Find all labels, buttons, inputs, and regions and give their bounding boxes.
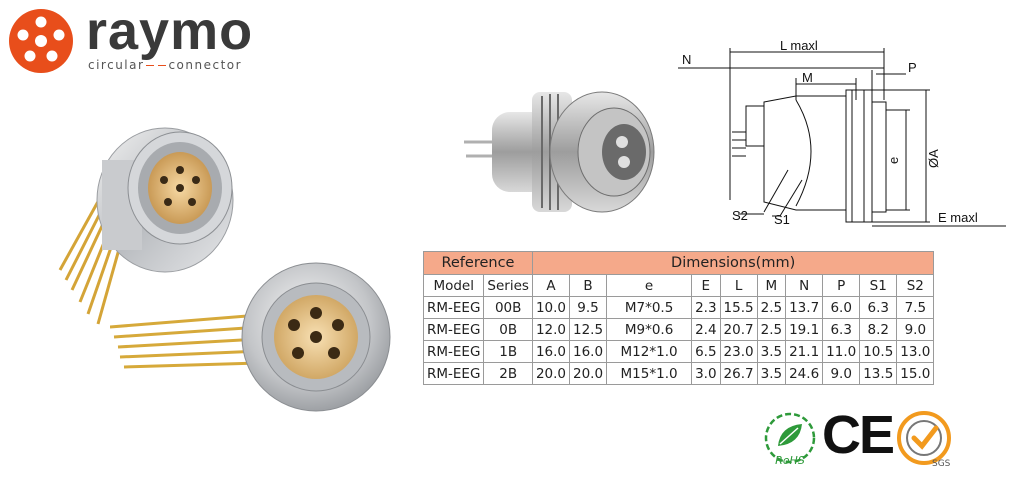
table-cell: 8.2 bbox=[859, 318, 898, 341]
table-cell: 9.5 bbox=[568, 296, 608, 319]
table-cell: M9*0.6 bbox=[606, 318, 693, 341]
table-cell: 13.0 bbox=[896, 340, 935, 363]
table-cell: 13.7 bbox=[785, 296, 824, 319]
sgs-label: SGS bbox=[932, 459, 951, 468]
table-cell: 19.1 bbox=[785, 318, 824, 341]
brand-tagline: circular connector bbox=[88, 58, 242, 72]
table-group-header-row: Reference Dimensions(mm) bbox=[423, 251, 935, 275]
table-cell: M12*1.0 bbox=[606, 340, 693, 363]
table-cell: 3.5 bbox=[756, 340, 787, 363]
dim-label-s1: S1 bbox=[774, 212, 790, 227]
column-header: S2 bbox=[896, 274, 935, 297]
table-cell: 2.4 bbox=[691, 318, 721, 341]
table-cell: M7*0.5 bbox=[606, 296, 693, 319]
connector-photo-angled bbox=[58, 127, 234, 325]
tagline-right: connector bbox=[168, 58, 243, 72]
table-cell: 15.0 bbox=[896, 362, 935, 385]
connector-photo-front bbox=[110, 262, 391, 412]
column-header: M bbox=[756, 274, 787, 297]
table-cell: 1B bbox=[483, 340, 533, 363]
connector-logo-icon bbox=[9, 9, 73, 73]
dim-label-n: N bbox=[682, 52, 691, 67]
table-cell: 00B bbox=[483, 296, 533, 319]
rohs-badge: RoHS bbox=[764, 412, 816, 467]
table-cell: 7.5 bbox=[896, 296, 935, 319]
sgs-badge: SGS bbox=[897, 411, 951, 468]
table-cell: 12.5 bbox=[568, 318, 608, 341]
connector-photo-side bbox=[464, 91, 655, 213]
table-cell: 6.3 bbox=[822, 318, 861, 341]
dimensions-table: Reference Dimensions(mm) Model Series A … bbox=[422, 251, 935, 385]
table-cell: 23.0 bbox=[719, 340, 758, 363]
table-cell: 3.0 bbox=[691, 362, 721, 385]
table-cell: 16.0 bbox=[568, 340, 608, 363]
tagline-left: circular bbox=[88, 58, 145, 72]
dim-label-m: M bbox=[802, 70, 813, 85]
table-cell: RM-EEG bbox=[422, 362, 485, 385]
table-cell: 10.5 bbox=[859, 340, 898, 363]
column-header: S1 bbox=[859, 274, 898, 297]
table-cell: 20.7 bbox=[719, 318, 758, 341]
table-cell: 21.1 bbox=[785, 340, 824, 363]
ce-mark: CE bbox=[822, 405, 895, 465]
table-cell: 6.0 bbox=[822, 296, 861, 319]
table-cell: 26.7 bbox=[719, 362, 758, 385]
group-header-reference: Reference bbox=[423, 251, 533, 275]
column-header: Series bbox=[483, 274, 533, 297]
table-cell: 2.5 bbox=[756, 296, 787, 319]
table-cell: 9.0 bbox=[896, 318, 935, 341]
table-cell: 16.0 bbox=[531, 340, 571, 363]
table-cell: 20.0 bbox=[531, 362, 571, 385]
table-cell: 3.5 bbox=[756, 362, 787, 385]
column-header: Model bbox=[422, 274, 485, 297]
table-cell: 9.0 bbox=[822, 362, 861, 385]
table-cell: 0B bbox=[483, 318, 533, 341]
table-cell: 13.5 bbox=[859, 362, 898, 385]
table-cell: RM-EEG bbox=[422, 318, 485, 341]
brand-logo: raymo circular connector bbox=[8, 1, 298, 74]
table-cell: 12.0 bbox=[531, 318, 571, 341]
table-cell: 6.3 bbox=[859, 296, 898, 319]
table-column-header-row: Model Series A B e E L M N P S1 S2 bbox=[422, 274, 935, 297]
column-header: P bbox=[822, 274, 861, 297]
table-cell: 2B bbox=[483, 362, 533, 385]
table-cell: 15.5 bbox=[719, 296, 758, 319]
dim-label-e-thread: e bbox=[886, 157, 901, 164]
dim-label-l: L maxl bbox=[780, 40, 818, 53]
table-cell: 11.0 bbox=[822, 340, 861, 363]
dim-label-p: P bbox=[908, 60, 917, 75]
column-header: B bbox=[568, 274, 608, 297]
dimension-drawing: N L maxl M P e ØA S2 S1 E maxl bbox=[678, 40, 1006, 227]
column-header: E bbox=[691, 274, 721, 297]
table-cell: 20.0 bbox=[568, 362, 608, 385]
table-cell: M15*1.0 bbox=[606, 362, 693, 385]
dim-label-s2: S2 bbox=[732, 208, 748, 223]
column-header: N bbox=[785, 274, 824, 297]
table-cell: 10.0 bbox=[531, 296, 571, 319]
rohs-label: RoHS bbox=[775, 454, 805, 467]
group-header-dimensions: Dimensions(mm) bbox=[531, 251, 935, 275]
table-cell: RM-EEG bbox=[422, 340, 485, 363]
table-cell: 2.3 bbox=[691, 296, 721, 319]
column-header: L bbox=[719, 274, 758, 297]
table-cell: 2.5 bbox=[756, 318, 787, 341]
brand-name: raymo bbox=[86, 1, 254, 61]
dim-label-phi-a: ØA bbox=[926, 149, 941, 168]
dim-label-e-max: E maxl bbox=[938, 210, 978, 225]
column-header: e bbox=[606, 274, 693, 297]
column-header: A bbox=[531, 274, 571, 297]
table-cell: 6.5 bbox=[691, 340, 721, 363]
table-cell: 24.6 bbox=[785, 362, 824, 385]
table-cell: RM-EEG bbox=[422, 296, 485, 319]
check-icon bbox=[911, 425, 939, 450]
